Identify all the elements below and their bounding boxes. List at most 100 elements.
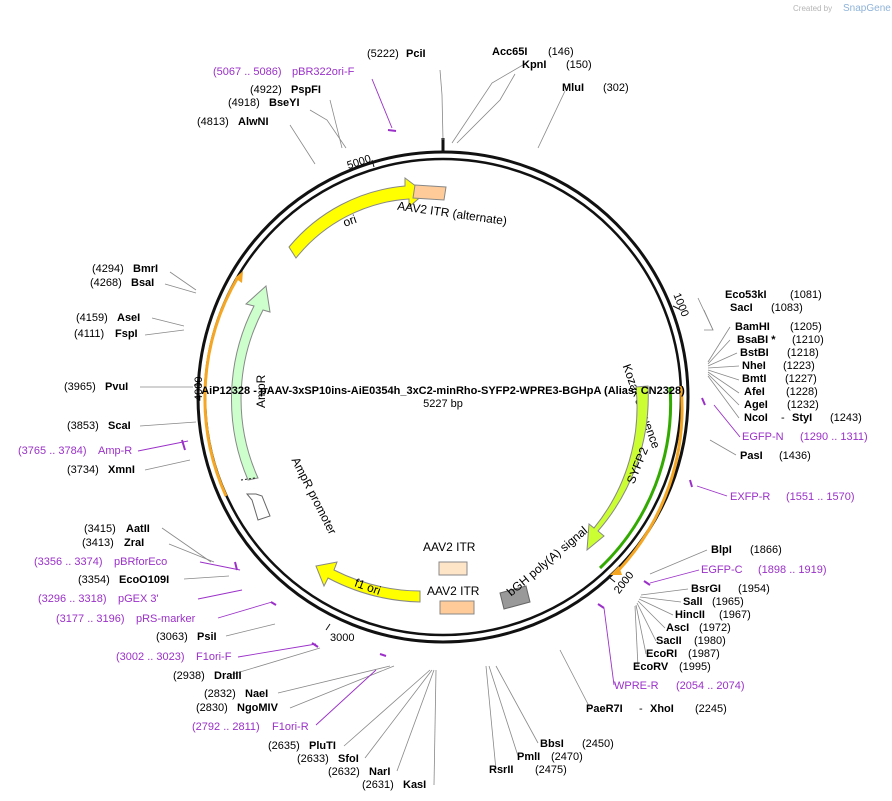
primer-range-pgex3: (3296 .. 3318) — [38, 593, 107, 605]
site-name-pmli[interactable]: PmlI — [517, 751, 540, 763]
site-name-zrai[interactable]: ZraI — [124, 537, 144, 549]
site-pos-naei: (2832) — [204, 688, 236, 700]
ampr-label: AmpR — [254, 374, 268, 408]
ori-feature[interactable] — [288, 177, 426, 259]
primer-name-egfp-c[interactable]: EGFP-C — [701, 564, 743, 576]
snapgene-logo-text: SnapGene — [843, 3, 891, 14]
site-name-pvui[interactable]: PvuI — [105, 381, 128, 393]
site-pos-ecorv: (1995) — [679, 661, 711, 673]
site-name-ecorv[interactable]: EcoRV — [633, 661, 669, 673]
primer-name-wpre-r[interactable]: WPRE-R — [614, 680, 659, 692]
site-name-scai[interactable]: ScaI — [108, 420, 131, 432]
primer-name-f1ori-r[interactable]: F1ori-R — [272, 721, 309, 733]
site-name-bmri[interactable]: BmrI — [133, 263, 158, 275]
site-name-naei[interactable]: NaeI — [245, 688, 268, 700]
restriction-sites-left: (4294) BmrI (4268) BsaI (4159) AseI (411… — [18, 263, 158, 476]
site-name-pspfi[interactable]: PspFI — [291, 84, 321, 96]
site-pos-bseyi: (4918) — [228, 97, 260, 109]
site-name-bseyi[interactable]: BseYI — [269, 97, 300, 109]
site-sep-paer7i-xhoi: - — [639, 703, 643, 715]
site-name-fspi[interactable]: FspI — [115, 328, 138, 340]
site-name-sacii[interactable]: SacII — [656, 635, 682, 647]
site-name-ecoo109i[interactable]: EcoO109I — [119, 574, 169, 586]
aav2-itr-label-upper: AAV2 ITR — [423, 540, 476, 554]
site-name-sali[interactable]: SalI — [683, 596, 703, 608]
site-name-aatii[interactable]: AatII — [126, 523, 150, 535]
site-pos-blpi: (1866) — [750, 544, 782, 556]
site-name-saci[interactable]: SacI — [730, 302, 753, 314]
site-name-bsabi[interactable]: BsaBI * — [737, 334, 776, 346]
site-name-kpni[interactable]: KpnI — [522, 59, 546, 71]
site-name-asei[interactable]: AseI — [117, 312, 140, 324]
site-name-draiii[interactable]: DraIII — [214, 670, 242, 682]
primer-name-prs-marker[interactable]: pRS-marker — [136, 613, 196, 625]
bgh-polya-label: bGH poly(A) signal — [504, 524, 590, 599]
site-name-bamhi[interactable]: BamHI — [735, 321, 770, 333]
site-name-eco53ki[interactable]: Eco53kI — [725, 289, 767, 301]
syfp2-feature[interactable] — [586, 385, 649, 552]
site-name-alwni[interactable]: AlwNI — [238, 116, 269, 128]
site-pos-asei: (4159) — [76, 312, 108, 324]
site-name-nhei[interactable]: NheI — [742, 360, 766, 372]
watermark-prefix: Created by — [793, 4, 832, 13]
site-name-hincii[interactable]: HincII — [675, 609, 705, 621]
site-name-pasi[interactable]: PasI — [740, 450, 763, 462]
f1-ori-feature[interactable] — [315, 561, 421, 603]
aav2-itr-alternate-label: AAV2 ITR (alternate) — [396, 199, 507, 228]
site-name-bmti[interactable]: BmtI — [742, 373, 766, 385]
site-name-afei[interactable]: AfeI — [744, 386, 765, 398]
site-name-xmni[interactable]: XmnI — [108, 464, 135, 476]
primer-range-prs-marker: (3177 .. 3196) — [56, 613, 125, 625]
site-name-bsai[interactable]: BsaI — [131, 277, 154, 289]
site-name-paer7i[interactable]: PaeR7I — [586, 703, 623, 715]
site-pos-mlui: (302) — [603, 82, 629, 94]
aav2-itr-alternate-feature[interactable] — [412, 184, 447, 201]
site-pos-xmni: (3734) — [67, 464, 99, 476]
site-name-acc65i[interactable]: Acc65I — [492, 46, 527, 58]
restriction-sites-top: (5222) PciI Acc65I (146) KpnI (150) MluI… — [197, 46, 629, 128]
site-pos-pspfi: (4922) — [250, 84, 282, 96]
site-name-blpi[interactable]: BlpI — [711, 544, 732, 556]
site-pos-bsai: (4268) — [90, 277, 122, 289]
ampr-feature[interactable] — [231, 285, 271, 481]
site-name-bsrgi[interactable]: BsrGI — [691, 583, 721, 595]
restriction-sites-lower-right: BlpI (1866) EGFP-C (1898 .. 1919) BsrGI … — [586, 544, 827, 715]
bgh-polya-feature[interactable] — [499, 585, 531, 610]
primer-leader-lines — [137, 78, 741, 726]
aav2-itr-feature[interactable] — [439, 600, 475, 615]
site-name-psii[interactable]: PsiI — [197, 631, 217, 643]
site-name-bbsi[interactable]: BbsI — [540, 738, 564, 750]
plasmid-name: AiP12328 - pAAV-3xSP10ins-AiE0354h_3xC2-… — [201, 385, 685, 397]
primer-name-pgex3[interactable]: pGEX 3' — [118, 593, 159, 605]
site-pos-alwni: (4813) — [197, 116, 229, 128]
aav2-itr-light-feature[interactable] — [438, 561, 468, 576]
site-name-nari[interactable]: NarI — [369, 766, 390, 778]
site-name-ngomiv[interactable]: NgoMIV — [237, 702, 279, 714]
site-name-ecori[interactable]: EcoRI — [646, 648, 677, 660]
site-pos-bbsi: (2450) — [582, 738, 614, 750]
site-pos-bsabi: (1210) — [792, 334, 824, 346]
primer-name-f1ori-f[interactable]: F1ori-F — [196, 651, 232, 663]
primer-name-egfp-n[interactable]: EGFP-N — [742, 431, 784, 443]
primer-name-exfp-r[interactable]: EXFP-R — [730, 491, 770, 503]
site-name-kasi[interactable]: KasI — [403, 779, 426, 791]
site-name-bstbi[interactable]: BstBI — [740, 347, 769, 359]
primer-name-pbr322ori-f[interactable]: pBR322ori-F — [292, 66, 355, 78]
primer-range-f1ori-f: (3002 .. 3023) — [116, 651, 185, 663]
ampr-promoter-feature[interactable] — [245, 493, 271, 521]
site-name-styi[interactable]: StyI — [792, 412, 812, 424]
site-pos-pluti: (2635) — [268, 740, 300, 752]
site-name-pcii[interactable]: PciI — [406, 48, 426, 60]
site-name-xhoi[interactable]: XhoI — [650, 703, 674, 715]
primer-name-pbrforeco[interactable]: pBRforEco — [114, 556, 167, 568]
site-pos-sfoi: (2633) — [297, 753, 329, 765]
site-name-pluti[interactable]: PluTI — [309, 740, 336, 752]
site-pos-kpni: (150) — [566, 59, 592, 71]
site-name-agei[interactable]: AgeI — [744, 399, 768, 411]
site-name-sfoi[interactable]: SfoI — [338, 753, 359, 765]
site-name-mlui[interactable]: MluI — [562, 82, 584, 94]
site-name-asci[interactable]: AscI — [666, 622, 689, 634]
primer-name-amp-r[interactable]: Amp-R — [98, 445, 132, 457]
site-name-rsrii[interactable]: RsrII — [489, 764, 513, 776]
site-name-ncoi[interactable]: NcoI — [744, 412, 768, 424]
